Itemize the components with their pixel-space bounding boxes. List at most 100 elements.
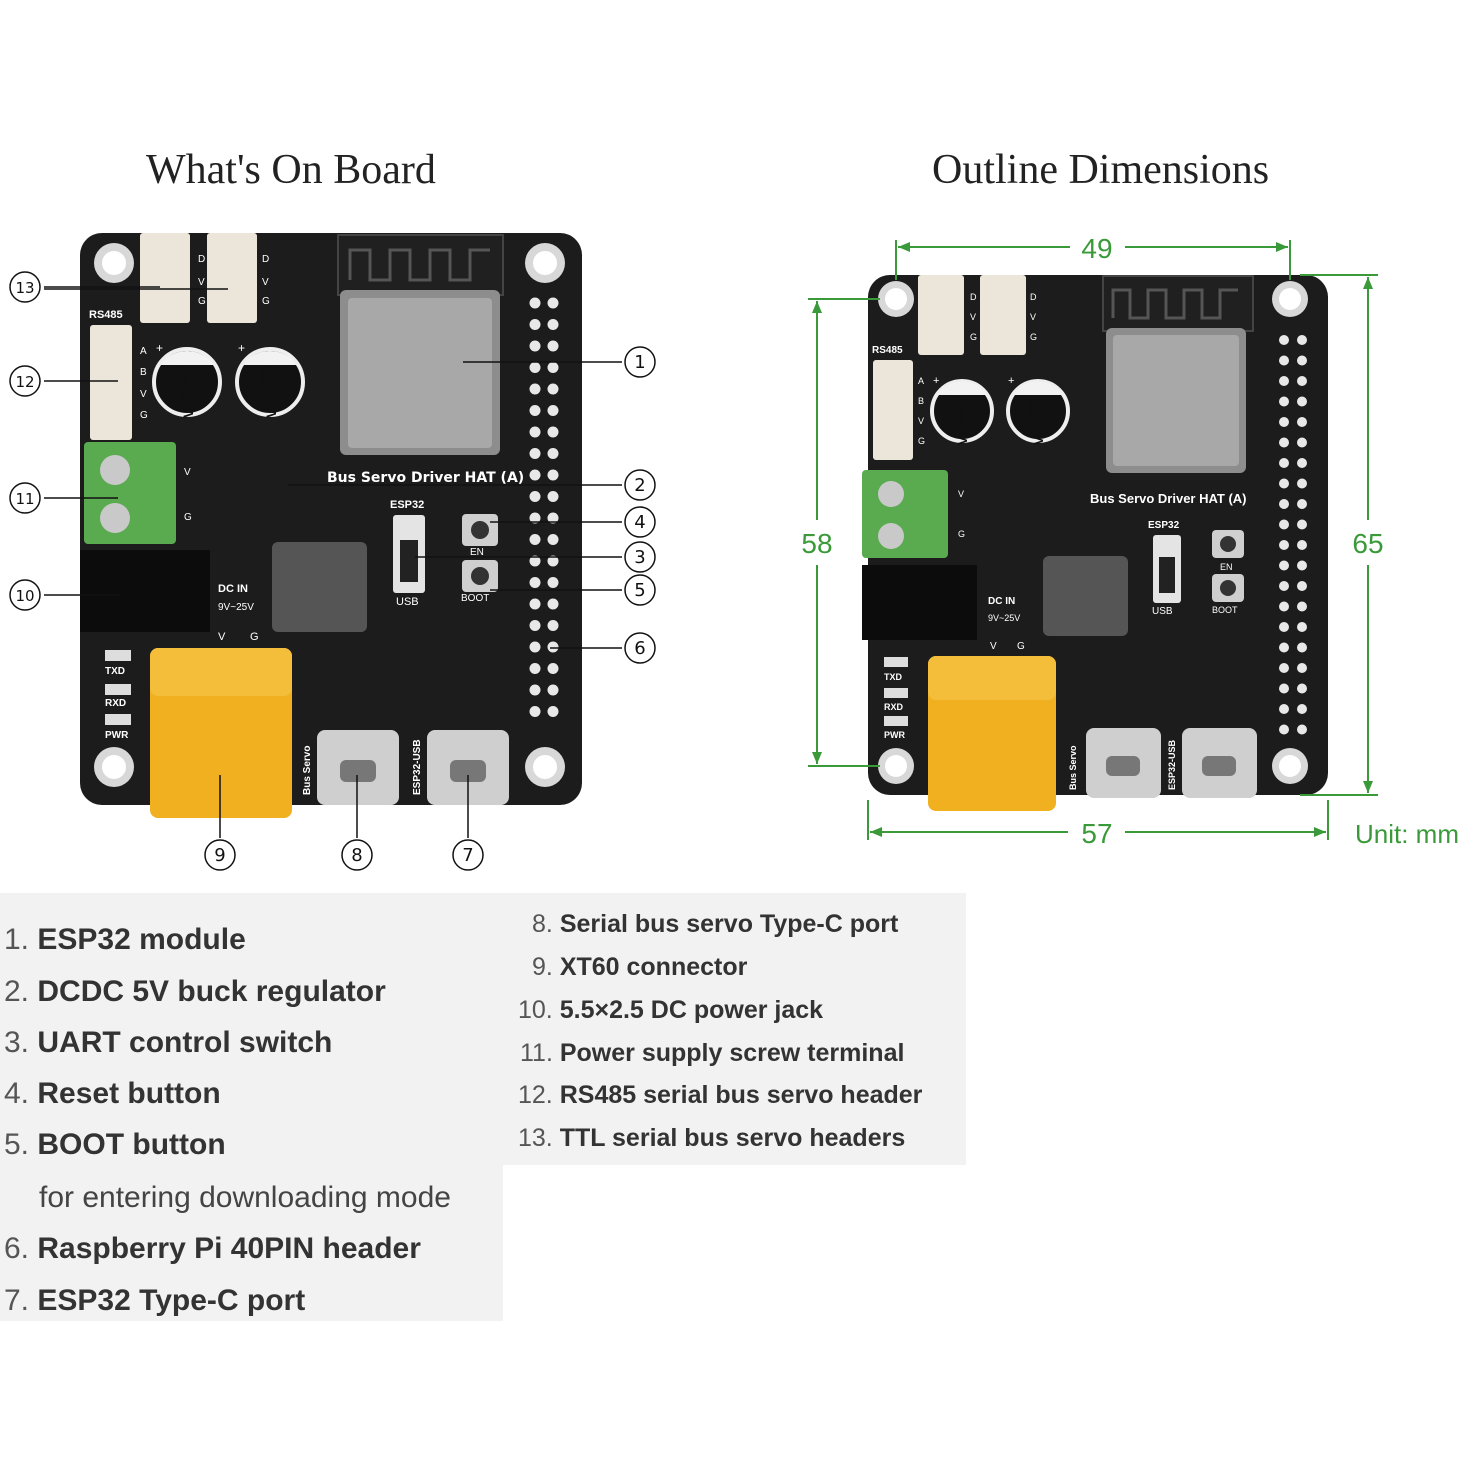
header-pin	[529, 448, 541, 459]
board-product-name: Bus Servo Driver HAT (A)	[1090, 491, 1247, 506]
dim-unit-label: Unit: mm	[1355, 819, 1459, 849]
board-g-label: G	[140, 410, 148, 421]
header-pin	[1297, 335, 1307, 345]
board-esp32-usb-label: ESP32-USB	[412, 739, 423, 795]
header-pin	[547, 383, 559, 395]
board-v-label: V	[918, 416, 924, 426]
svg-text:6: 6	[634, 638, 645, 659]
header-pin	[1279, 396, 1289, 407]
capacitor-label: 220	[950, 396, 965, 418]
legend-item: 12. RS485 serial bus servo header	[518, 1081, 923, 1109]
header-pin	[547, 448, 559, 459]
callout-7: 7	[452, 839, 484, 871]
header-pin	[529, 297, 541, 309]
board-b-label: B	[140, 367, 147, 378]
callout-4: 4	[624, 506, 656, 538]
header-pin	[547, 577, 559, 588]
header-pin	[547, 620, 559, 631]
svg-text:4: 4	[634, 512, 645, 533]
capacitor	[930, 379, 994, 443]
header-pin	[1297, 642, 1307, 653]
board-a-label: A	[918, 376, 924, 386]
dc-jack	[80, 550, 210, 632]
board-v-label: V	[140, 389, 147, 400]
header-pin	[1279, 560, 1289, 571]
header-pin	[1279, 683, 1289, 694]
board-dc-range-label: 9V~25V	[218, 602, 254, 613]
header-pin	[547, 684, 559, 696]
inductor	[1043, 556, 1128, 636]
board-rxd-label: RXD	[105, 698, 126, 709]
board-g-label: G	[918, 436, 925, 446]
header-pin	[1279, 478, 1289, 489]
capacitor-label: VT	[955, 428, 970, 445]
board-boot-label: BOOT	[461, 593, 489, 604]
header-pin	[547, 469, 559, 481]
board-d-label: D	[198, 254, 205, 265]
header-pin	[529, 512, 541, 524]
header-pin	[529, 620, 541, 631]
legend-item: 9. XT60 connector	[532, 953, 748, 981]
header-pin	[1297, 663, 1307, 673]
board-v-label: V	[218, 631, 226, 643]
pwr-led	[105, 714, 131, 725]
rs485-header	[90, 325, 132, 440]
board-bus-servo-label: Bus Servo	[302, 746, 313, 795]
header-pin	[547, 362, 559, 373]
header-pin	[1297, 437, 1307, 448]
header-pin	[1279, 663, 1289, 673]
dim-label-left: 58	[801, 528, 832, 559]
pwr-led	[884, 716, 908, 726]
header-pin	[529, 383, 541, 395]
header-pin	[529, 405, 541, 416]
capacitor-label: 35V	[952, 409, 967, 432]
board-v-label: V	[184, 467, 191, 478]
header-pin	[529, 340, 541, 352]
header-pin	[529, 426, 541, 438]
svg-text:8: 8	[351, 845, 362, 866]
svg-text:3: 3	[634, 547, 645, 568]
board-plus-label: +	[156, 341, 163, 355]
callout-11: 11	[9, 482, 41, 514]
header-pin	[529, 641, 541, 653]
dim-label-top: 49	[1081, 233, 1112, 264]
callout-6: 6	[624, 632, 656, 664]
header-pin	[529, 491, 541, 502]
raspberry-pi-40pin-header	[1279, 335, 1307, 735]
capacitor	[235, 347, 305, 417]
callout-3: 3	[624, 541, 656, 573]
board-v-label: V	[990, 641, 997, 652]
mounting-hole	[94, 243, 134, 283]
header-pin	[1279, 724, 1289, 735]
svg-text:2: 2	[634, 475, 645, 496]
header-pin	[1297, 560, 1307, 571]
capacitor	[152, 347, 222, 417]
svg-text:1: 1	[634, 352, 645, 373]
board-g-label: G	[958, 529, 965, 539]
header-pin	[1279, 458, 1289, 468]
header-pin	[1297, 581, 1307, 591]
header-pin	[1297, 622, 1307, 632]
header-pin	[1279, 437, 1289, 448]
board-g-label: G	[262, 296, 270, 307]
txd-led	[884, 657, 908, 667]
board-rxd-label: RXD	[884, 702, 904, 712]
legend-item: 1. ESP32 module	[4, 923, 246, 956]
board-g-label: G	[184, 512, 192, 523]
ttl-header	[140, 233, 190, 323]
board-rs485-label: RS485	[872, 345, 903, 356]
board-plus-label: +	[238, 341, 245, 355]
board-v-label: V	[970, 312, 976, 322]
board-a-label: A	[140, 346, 147, 357]
legend-item-note: for entering downloading mode	[39, 1181, 451, 1214]
mounting-hole	[525, 243, 565, 283]
legend-item: 13. TTL serial bus servo headers	[518, 1124, 906, 1152]
dim-label-right: 65	[1352, 528, 1383, 559]
mounting-hole	[878, 748, 914, 784]
callout-5: 5	[624, 574, 656, 606]
board-pwr-label: PWR	[105, 730, 129, 741]
header-pin	[1297, 355, 1307, 366]
callout-13: 13	[9, 271, 41, 303]
board-pwr-label: PWR	[884, 730, 905, 740]
